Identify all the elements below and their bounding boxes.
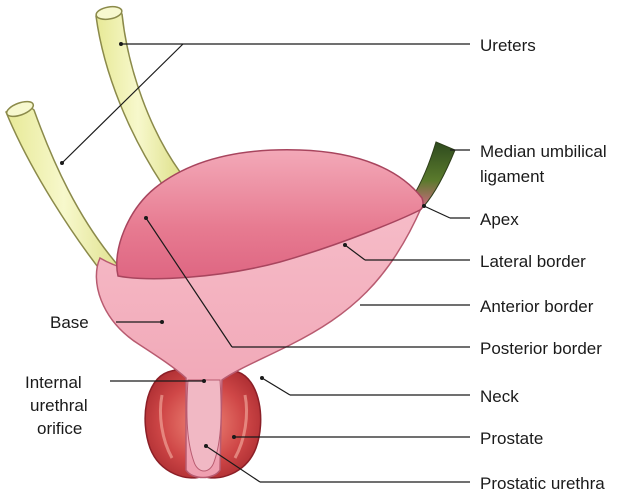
label-anterior-border: Anterior border — [480, 297, 594, 316]
prostatic-urethra-channel — [187, 380, 221, 471]
left-ureter — [5, 99, 122, 280]
label-internal-urethral-line2: urethral — [30, 396, 88, 415]
label-apex: Apex — [480, 210, 519, 229]
label-internal-urethral-line1: Internal — [25, 373, 82, 392]
label-internal-urethral-line3: orifice — [37, 419, 82, 438]
label-prostate: Prostate — [480, 429, 543, 448]
label-median-umbilical-line1: Median umbilical — [480, 142, 607, 161]
label-lateral-border: Lateral border — [480, 252, 586, 271]
label-base: Base — [50, 313, 89, 332]
label-ureters: Ureters — [480, 36, 536, 55]
label-neck: Neck — [480, 387, 519, 406]
label-prostatic-urethra: Prostatic urethra — [480, 474, 605, 493]
label-median-umbilical-line2: ligament — [480, 167, 545, 186]
label-posterior-border: Posterior border — [480, 339, 602, 358]
right-ureter — [95, 5, 180, 184]
